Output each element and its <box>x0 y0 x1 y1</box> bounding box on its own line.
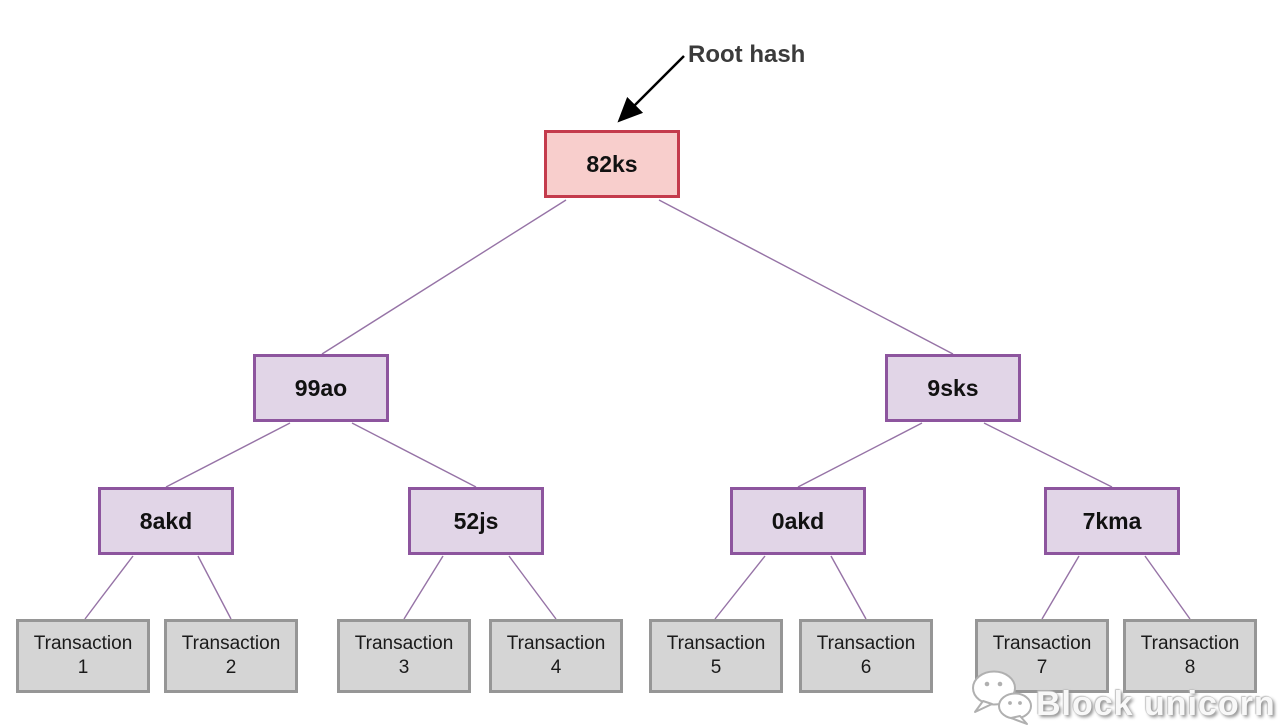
root-hash-label: 82ks <box>586 150 638 177</box>
hash-node-right: 9sks <box>885 354 1021 422</box>
tree-edges <box>84 199 1191 620</box>
transaction-label: Transaction <box>354 632 454 654</box>
hash-label: 8akd <box>139 507 193 534</box>
transaction-node-2: Transaction 2 <box>164 619 298 693</box>
root-hash-annotation: Root hash <box>688 41 806 68</box>
hash-label: 52js <box>453 507 499 534</box>
hash-node-3: 0akd <box>730 487 866 555</box>
transaction-label: Transaction <box>506 632 606 654</box>
hash-label: 99ao <box>294 374 348 401</box>
transaction-number: 3 <box>398 657 410 678</box>
transaction-node-6: Transaction 6 <box>799 619 933 693</box>
root-hash-arrow <box>617 55 685 123</box>
watermark: Block unicorn <box>970 669 1276 725</box>
hash-node-left: 99ao <box>253 354 389 422</box>
transaction-label: Transaction <box>666 632 766 654</box>
watermark-text: Block unicorn <box>1036 685 1276 723</box>
transaction-number: 8 <box>1184 657 1196 678</box>
hash-label: 7kma <box>1082 507 1142 534</box>
hash-node-2: 52js <box>408 487 544 555</box>
transaction-node-4: Transaction 4 <box>489 619 623 693</box>
transaction-number: 6 <box>860 657 872 678</box>
wechat-icon <box>972 670 1032 725</box>
hash-node-4: 7kma <box>1044 487 1180 555</box>
transaction-label: Transaction <box>33 632 133 654</box>
transaction-node-3: Transaction 3 <box>337 619 471 693</box>
transaction-number: 2 <box>225 657 237 678</box>
transaction-node-5: Transaction 5 <box>649 619 783 693</box>
transaction-number: 5 <box>710 657 722 678</box>
transaction-number: 1 <box>77 657 89 678</box>
transaction-label: Transaction <box>992 632 1092 654</box>
transaction-number: 7 <box>1036 657 1048 678</box>
hash-label: 9sks <box>927 374 979 401</box>
transaction-label: Transaction <box>816 632 916 654</box>
transaction-label: Transaction <box>1140 632 1240 654</box>
transaction-label: Transaction <box>181 632 281 654</box>
transaction-number: 4 <box>550 657 562 678</box>
hash-node-1: 8akd <box>98 487 234 555</box>
transaction-node-8: Transaction 8 <box>1123 619 1257 693</box>
hash-label: 0akd <box>771 507 825 534</box>
transaction-node-1: Transaction 1 <box>16 619 150 693</box>
root-hash-node: 82ks <box>544 130 680 198</box>
